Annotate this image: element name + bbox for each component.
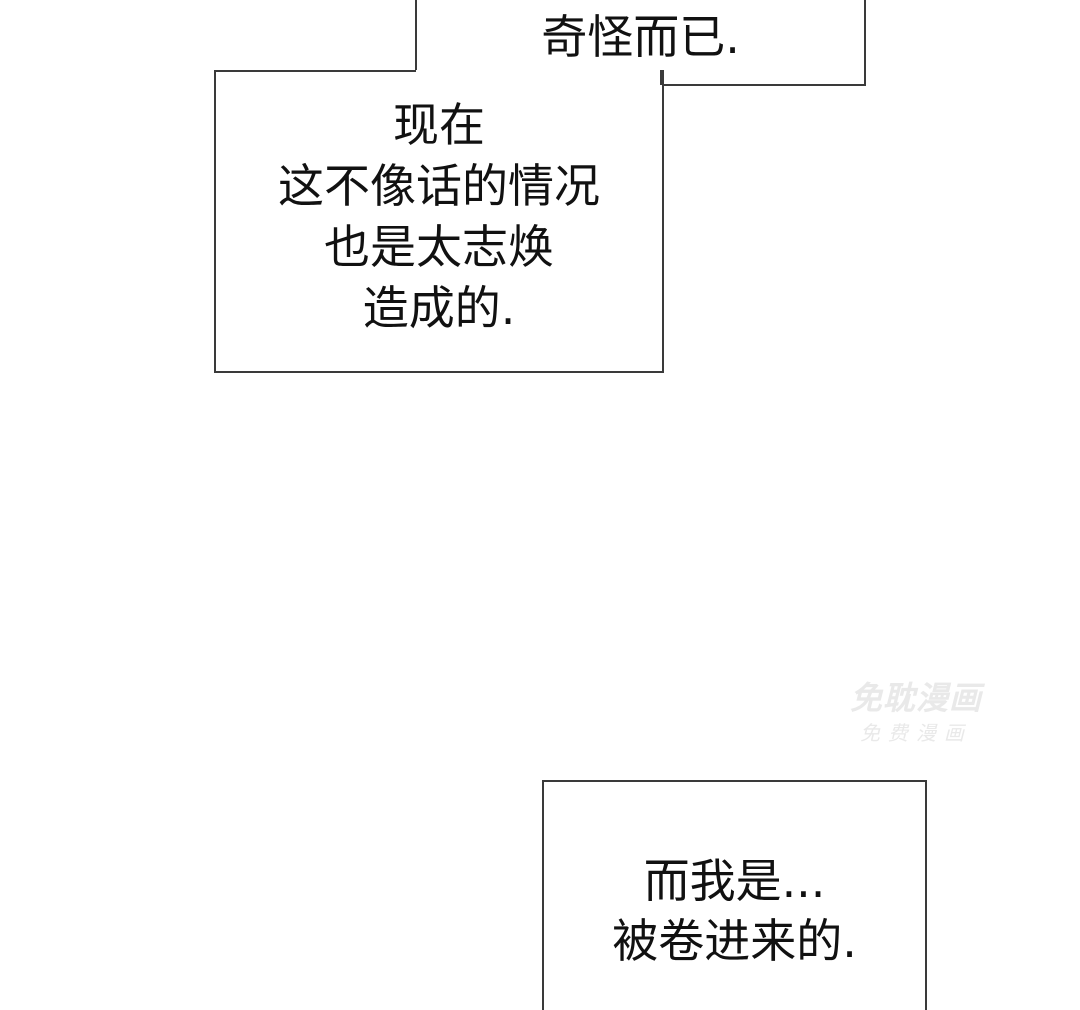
speech-box-joint: [416, 70, 662, 85]
speech-line: 这不像话的情况: [278, 159, 600, 213]
speech-box-middle: [214, 70, 664, 373]
speech-box-bottom: [542, 780, 927, 1010]
speech-text-top: 奇怪而已.: [415, 2, 866, 72]
speech-line: 也是太志焕: [324, 220, 554, 274]
speech-text-bottom: 而我是... 被卷进来的.: [542, 851, 927, 971]
speech-text-middle: 现在 这不像话的情况 也是太志焕 造成的.: [214, 95, 664, 339]
speech-line: 而我是...: [643, 854, 826, 908]
speech-line: 奇怪而已.: [541, 10, 740, 64]
watermark-sub-text: 免费漫画: [860, 721, 972, 745]
speech-line: 现在: [393, 98, 485, 152]
watermark-main-text: 免耽漫画: [849, 679, 982, 717]
speech-line: 造成的.: [362, 281, 516, 335]
speech-line: 被卷进来的.: [612, 914, 857, 968]
watermark-logo: 免耽漫画 免费漫画: [826, 676, 1006, 746]
